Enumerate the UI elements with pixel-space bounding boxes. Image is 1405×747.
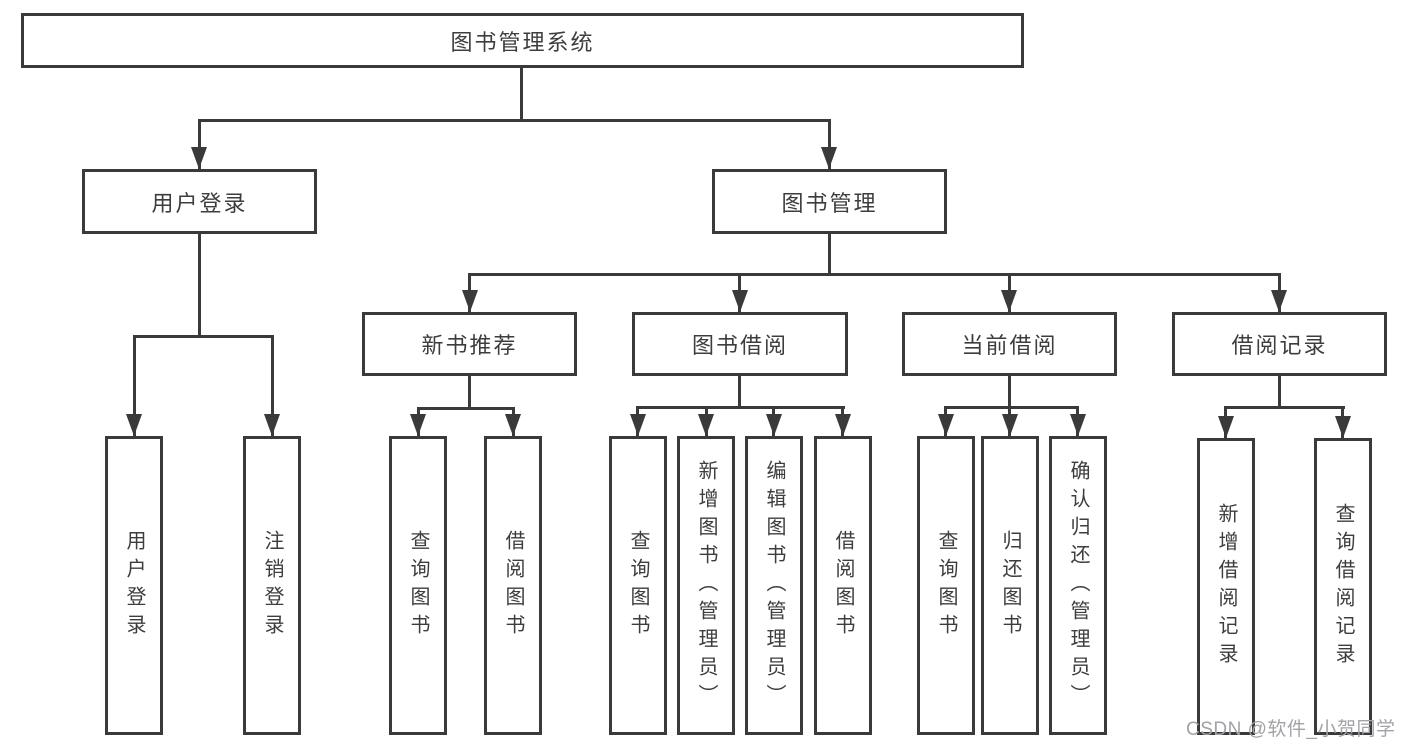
node-borrowing-records: 借阅记录	[1172, 312, 1387, 376]
arrow-down-icon	[766, 414, 782, 436]
node-label: 新增借阅记录	[1215, 502, 1237, 671]
connector-line	[271, 335, 274, 436]
arrow-down-icon	[264, 414, 280, 436]
arrow-down-icon	[1001, 290, 1017, 312]
node-label: 借阅图书	[502, 529, 524, 642]
arrow-down-icon	[505, 414, 521, 436]
arrow-down-icon	[1070, 414, 1086, 436]
arrow-down-icon	[698, 414, 714, 436]
arrow-down-icon	[1218, 416, 1234, 438]
connector-line	[738, 376, 741, 406]
connector-line	[133, 335, 136, 436]
connector-line	[828, 234, 831, 273]
connector-line	[828, 119, 831, 169]
node-label: 确认归还（管理员）	[1067, 459, 1089, 712]
leaf-query-books-borrowing: 查询图书	[609, 436, 667, 735]
leaf-borrow-books-recommend: 借阅图书	[484, 436, 542, 735]
node-label: 图书借阅	[691, 333, 788, 358]
leaf-logout: 注销登录	[243, 436, 301, 735]
node-label: 借阅记录	[1231, 333, 1328, 358]
arrow-down-icon	[938, 414, 954, 436]
leaf-confirm-return-admin: 确认归还（管理员）	[1049, 436, 1107, 735]
leaf-query-borrow-record: 查询借阅记录	[1314, 438, 1372, 735]
connector-line	[1225, 406, 1345, 409]
node-label: 查询借阅记录	[1332, 502, 1354, 671]
leaf-edit-books-admin: 编辑图书（管理员）	[745, 436, 803, 735]
watermark: CSDN @软件_小贺同学	[1186, 719, 1396, 740]
node-user-login: 用户登录	[82, 169, 317, 234]
node-book-management: 图书管理	[712, 169, 947, 234]
node-label: 归还图书	[999, 529, 1021, 642]
connector-line	[199, 119, 830, 122]
node-label: 图书管理系统	[450, 29, 595, 55]
node-label: 查询图书	[627, 529, 649, 642]
arrow-down-icon	[1335, 416, 1351, 438]
connector-line	[469, 273, 1281, 276]
node-label: 查询图书	[407, 529, 429, 642]
node-label: 注销登录	[261, 529, 283, 642]
node-label: 图书管理	[781, 190, 878, 216]
node-new-book-recommend: 新书推荐	[362, 312, 577, 376]
arrow-down-icon	[191, 147, 207, 169]
connector-line	[945, 406, 1079, 409]
node-label: 借阅图书	[832, 529, 854, 642]
leaf-query-books-current: 查询图书	[917, 436, 975, 735]
connector-line	[468, 376, 471, 407]
node-label: 查询图书	[935, 529, 957, 642]
leaf-return-books: 归还图书	[981, 436, 1039, 735]
node-current-borrowing: 当前借阅	[902, 312, 1117, 376]
arrow-down-icon	[821, 147, 837, 169]
connector-line	[417, 407, 515, 410]
leaf-user-login: 用户登录	[105, 436, 163, 735]
arrow-down-icon	[462, 290, 478, 312]
connector-line	[520, 68, 523, 119]
connector-line	[133, 335, 274, 338]
arrow-down-icon	[732, 290, 748, 312]
connector-line	[1278, 376, 1281, 406]
connector-line	[198, 119, 201, 169]
arrow-down-icon	[126, 414, 142, 436]
node-label: 编辑图书（管理员）	[763, 459, 785, 712]
node-label: 当前借阅	[961, 333, 1058, 358]
leaf-query-books-recommend: 查询图书	[389, 436, 447, 735]
arrow-down-icon	[410, 414, 426, 436]
node-label: 新书推荐	[421, 333, 518, 358]
leaf-add-books-admin: 新增图书（管理员）	[677, 436, 735, 735]
node-label: 新增图书（管理员）	[695, 459, 717, 712]
arrow-down-icon	[1002, 414, 1018, 436]
arrow-down-icon	[630, 414, 646, 436]
node-label: 用户登录	[151, 190, 248, 216]
node-label: 用户登录	[123, 529, 145, 642]
node-library-management-system: 图书管理系统	[21, 13, 1024, 68]
leaf-borrow-books-borrowing: 借阅图书	[814, 436, 872, 735]
arrow-down-icon	[835, 414, 851, 436]
node-book-borrowing: 图书借阅	[632, 312, 848, 376]
connector-line	[637, 406, 845, 409]
connector-line	[1008, 376, 1011, 406]
arrow-down-icon	[1271, 290, 1287, 312]
connector-line	[198, 234, 201, 335]
leaf-add-borrow-record: 新增借阅记录	[1197, 438, 1255, 735]
